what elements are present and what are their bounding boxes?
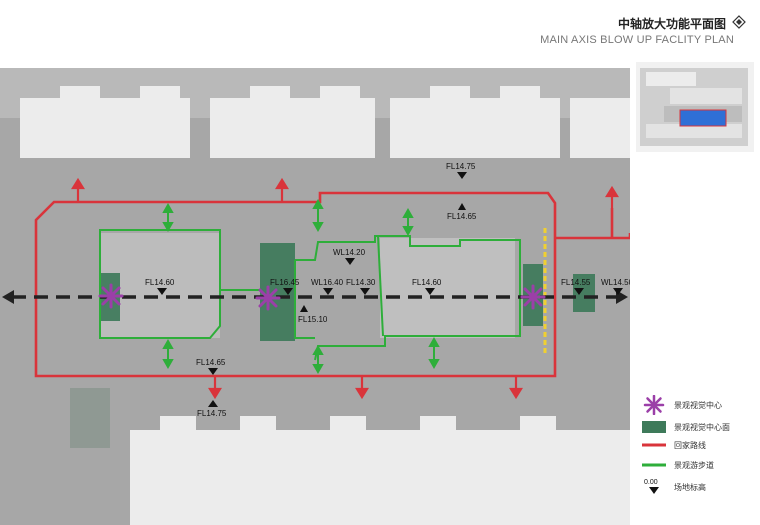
title-en: MAIN AXIS BLOW UP FACLITY PLAN <box>540 34 734 46</box>
elevation-marker: FL14.75 <box>197 400 227 418</box>
elevation-marker: WL16.40 <box>311 278 344 295</box>
legend-item-home-route: 回家路线 <box>640 435 706 455</box>
elevation-marker: FL14.65 <box>447 203 477 221</box>
top-buildings <box>20 86 630 158</box>
view-center-star-3 <box>520 284 546 310</box>
elevation-icon: 0.00 <box>644 479 659 494</box>
legend-label: 景观视觉中心面 <box>674 422 730 432</box>
svg-text:FL14.30: FL14.30 <box>346 278 376 287</box>
svg-text:FL14.60: FL14.60 <box>412 278 442 287</box>
elevation-marker: FL14.55 <box>561 278 591 295</box>
svg-text:FL15.10: FL15.10 <box>298 315 328 324</box>
svg-text:FL14.65: FL14.65 <box>196 358 226 367</box>
svg-text:FL14.55: FL14.55 <box>561 278 591 287</box>
area-swatch-icon <box>642 421 666 433</box>
view-area-4 <box>573 274 595 312</box>
elevation-marker: WL14.20 <box>333 248 366 265</box>
elevation-marker: FL14.60 <box>412 278 442 295</box>
red-line-icon <box>642 443 666 447</box>
elevation-marker: FL14.65 <box>196 358 226 375</box>
legend-label: 景观游步道 <box>674 460 714 470</box>
legend-label: 回家路线 <box>674 440 706 450</box>
legend-item-view-center: 景观视觉中心 <box>640 395 722 415</box>
elevation-marker: FL14.60 <box>145 278 175 295</box>
svg-text:0.00: 0.00 <box>644 479 658 486</box>
svg-text:FL14.75: FL14.75 <box>197 409 227 418</box>
site-plan: FL14.75 FL14.65 WL14.20 FL14.60 FL16.45 … <box>0 68 630 525</box>
elevation-marker: FL14.30 <box>346 278 376 295</box>
legend-label: 景观视觉中心 <box>674 400 722 410</box>
elevation-marker: WL14.50 <box>601 278 630 295</box>
bottom-buildings <box>130 416 630 525</box>
key-map <box>636 62 754 152</box>
svg-text:FL14.60: FL14.60 <box>145 278 175 287</box>
legend-item-walk-path: 景观游步道 <box>640 455 714 475</box>
svg-text:FL14.75: FL14.75 <box>446 162 476 171</box>
legend-item-view-area: 景观视觉中心面 <box>640 417 730 437</box>
elevation-marker: FL14.75 <box>446 162 476 179</box>
home-route <box>34 191 630 378</box>
walk-arrows <box>162 198 440 375</box>
svg-text:FL16.45: FL16.45 <box>270 278 300 287</box>
axis-arrow-left <box>2 290 14 304</box>
elevation-markers: FL14.75 FL14.65 WL14.20 FL14.60 FL16.45 … <box>145 162 630 418</box>
walk-paths <box>99 229 521 361</box>
route-arrows <box>71 177 619 400</box>
view-center-stars <box>98 283 546 311</box>
svg-text:WL14.20: WL14.20 <box>333 248 366 257</box>
view-center-star-1 <box>98 283 124 309</box>
svg-text:FL14.65: FL14.65 <box>447 212 477 221</box>
diamond-icon <box>732 15 746 29</box>
svg-text:WL16.40: WL16.40 <box>311 278 344 287</box>
elevation-marker: FL16.45 <box>270 278 300 295</box>
green-line-icon <box>642 463 666 467</box>
key-map-highlight <box>679 109 727 127</box>
star-icon <box>643 395 665 415</box>
title-cn: 中轴放大功能平面图 <box>617 17 726 31</box>
legend-label: 场地标高 <box>674 482 706 492</box>
svg-text:WL14.50: WL14.50 <box>601 278 630 287</box>
view-center-star-2 <box>255 285 281 311</box>
elevation-marker: FL15.10 <box>298 305 328 324</box>
legend-item-elevation: 0.00 场地标高 <box>640 477 706 497</box>
